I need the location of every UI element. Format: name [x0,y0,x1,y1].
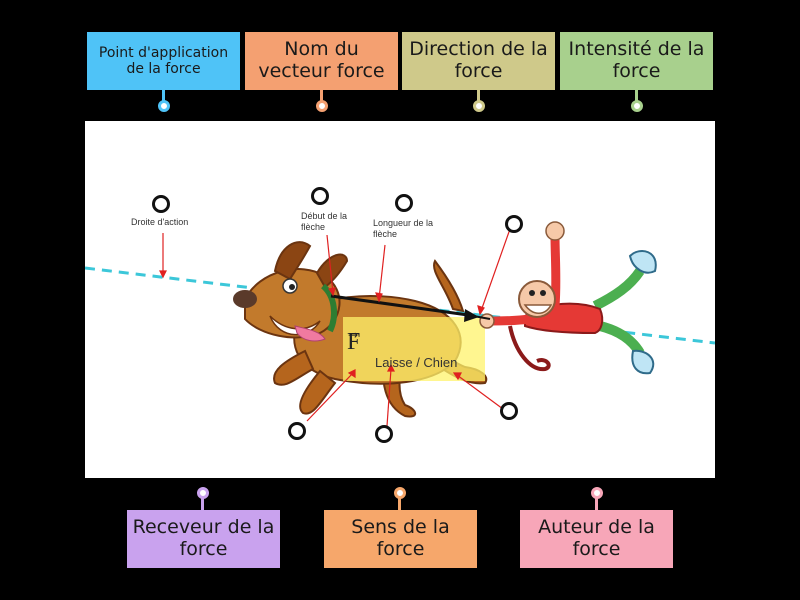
note-arrow-start: Début de la flèche [301,211,348,233]
force-symbol: F [347,329,361,355]
connector-pin [631,100,643,112]
pointer-arrows [159,228,511,427]
vector-arrow-icon: → [348,328,359,342]
tile-vector-name[interactable]: Nom du vecteur force [245,32,398,90]
drop-slot-direction[interactable] [500,402,518,420]
diagram-stage: F → Laisse / Chien Droite d'action Début… [85,121,715,478]
force-name-label: Laisse / Chien [375,355,458,370]
tile-direction[interactable]: Direction de la force [402,32,555,90]
tile-intensity[interactable]: Intensité de la force [560,32,713,90]
drop-slot-line-of-action[interactable] [152,195,170,213]
drop-slot-boy[interactable] [505,215,523,233]
connector-pin [473,100,485,112]
drop-slot-dog[interactable] [288,422,306,440]
tile-author-label: Auteur de la force [538,516,655,560]
note-arrow-length: Longueur de la flèche [373,218,434,240]
force-highlight [343,317,485,381]
tile-author[interactable]: Auteur de la force [520,510,673,568]
tile-intensity-label: Intensité de la force [568,38,705,82]
force-arrow-line [330,294,469,317]
connector-stem [595,497,598,510]
leash-line [467,314,491,320]
connector-stem [201,497,204,510]
connector-stem [320,90,323,102]
note-line-of-action: Droite d'action [131,217,189,227]
tile-receiver-label: Receveur de la force [132,516,275,560]
tile-vector-name-label: Nom du vecteur force [258,38,385,82]
tile-sense-label: Sens de la force [351,516,450,560]
dog-and-boy-illustration [85,221,715,427]
drop-slot-force-name[interactable] [375,425,393,443]
drop-slot-arrow-start[interactable] [311,187,329,205]
tile-receiver[interactable]: Receveur de la force [127,510,280,568]
boy [479,221,657,375]
tile-sense[interactable]: Sens de la force [324,510,477,568]
connector-stem [162,90,165,102]
connector-pin [158,100,170,112]
connector-stem [635,90,638,102]
tile-application-point[interactable]: Point d'application de la force [87,32,240,90]
tile-application-point-label: Point d'application de la force [98,44,229,77]
drop-slot-arrow-length[interactable] [395,194,413,212]
tile-direction-label: Direction de la force [409,38,548,82]
connector-stem [477,90,480,102]
connector-pin [316,100,328,112]
connector-stem [398,497,401,510]
